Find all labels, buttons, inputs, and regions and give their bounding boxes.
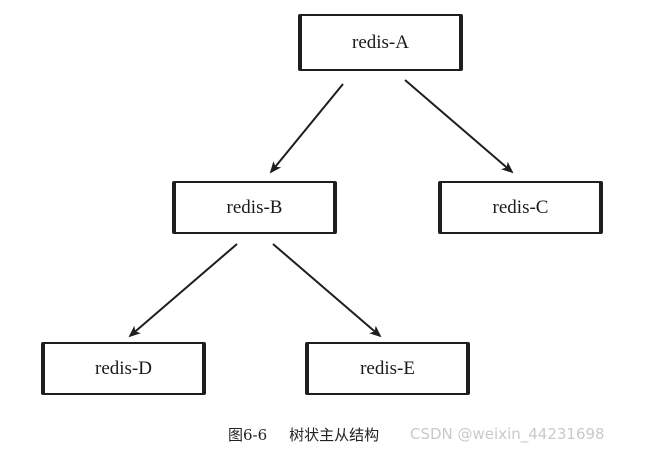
node-label: redis-A	[352, 31, 409, 53]
edge-b-to-d	[128, 243, 238, 338]
node-label: redis-C	[492, 196, 549, 218]
edge-a-to-c	[404, 79, 514, 174]
edge-a-to-b	[269, 83, 344, 174]
node-redis-b: redis-B	[172, 181, 337, 234]
node-label: redis-B	[226, 196, 283, 218]
node-redis-a: redis-A	[298, 14, 463, 71]
figure-number: 图6-6	[228, 426, 268, 444]
node-redis-c: redis-C	[438, 181, 603, 234]
node-label: redis-E	[360, 357, 415, 379]
node-redis-e: redis-E	[305, 342, 470, 395]
node-label: redis-D	[95, 357, 152, 379]
watermark: CSDN @weixin_44231698	[410, 425, 605, 443]
edge-b-to-e	[272, 243, 382, 338]
figure-caption: 图6-6 树状主从结构	[228, 424, 379, 445]
node-redis-d: redis-D	[41, 342, 206, 395]
figure-title: 树状主从结构	[289, 426, 380, 444]
